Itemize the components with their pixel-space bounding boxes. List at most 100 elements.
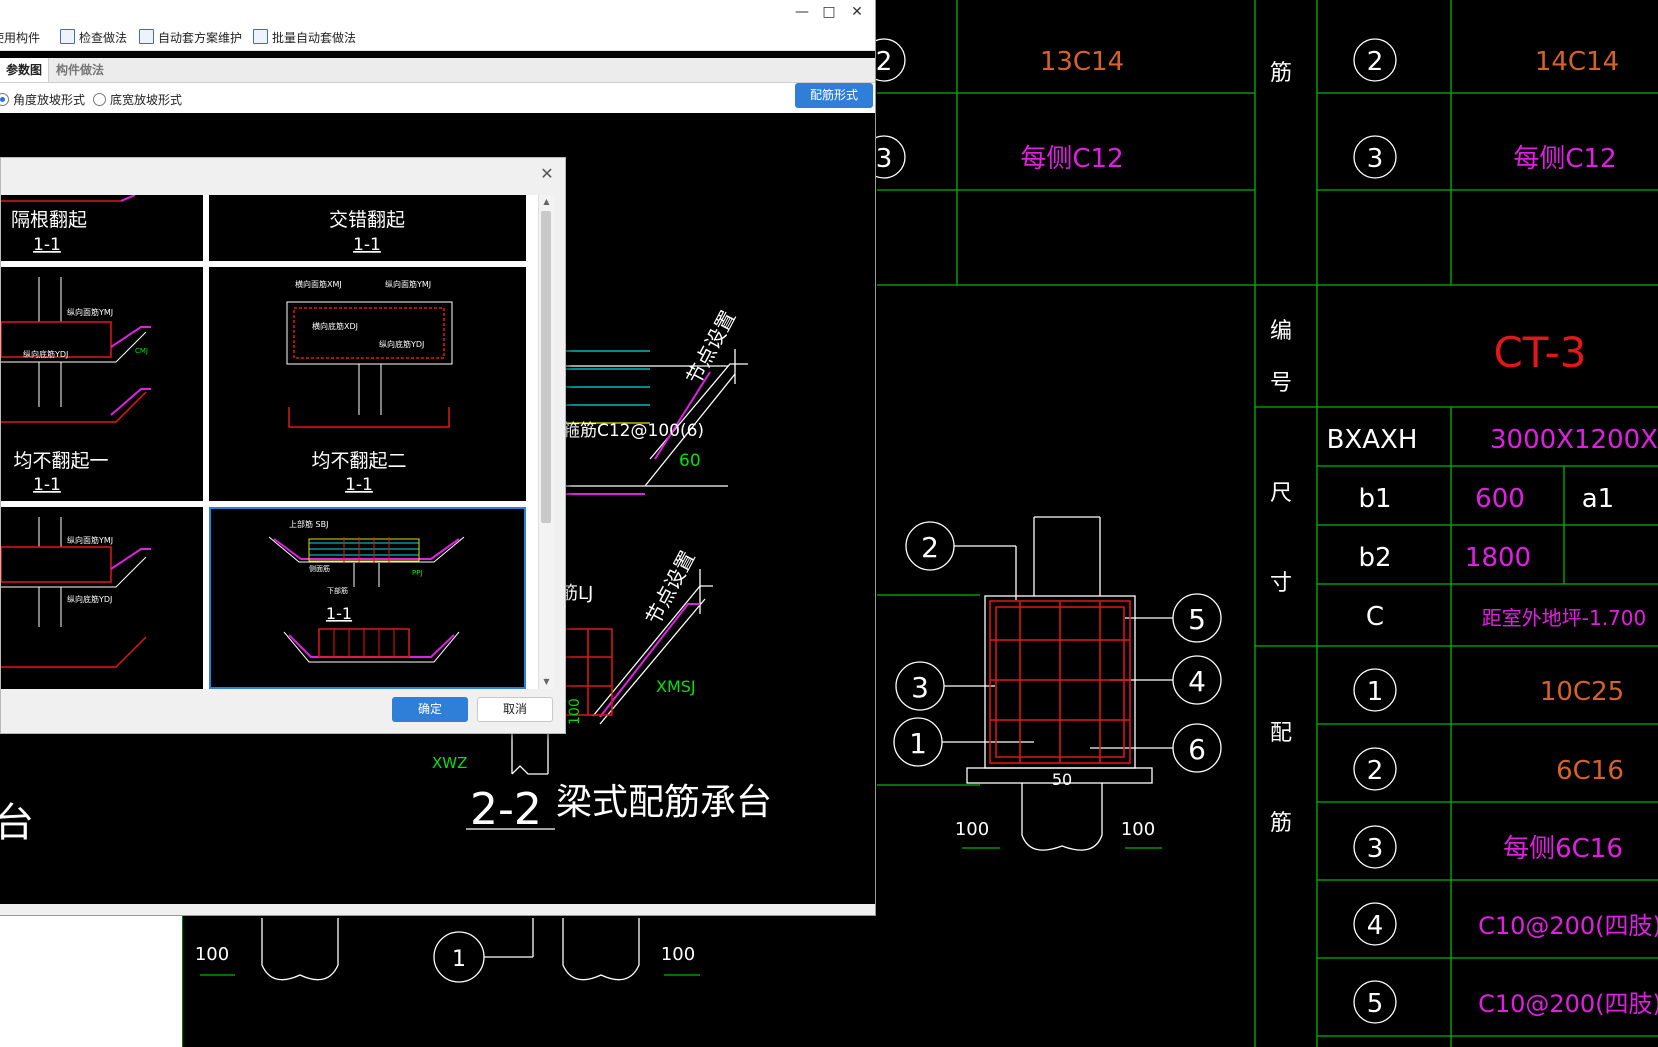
node-setting-label: 节点设置	[681, 306, 740, 388]
detail-dim-100-left: 100	[955, 819, 989, 840]
row-circle-2: 2	[1367, 47, 1384, 77]
minimize-button[interactable]: —	[795, 4, 809, 20]
thumb-label-cmj: CMJ	[135, 347, 148, 355]
thumb-label-xbj: 下部筋	[327, 586, 348, 595]
width-slope-radio[interactable]: 底宽放坡形式	[93, 91, 182, 108]
thumb-title: 交错翻起	[329, 209, 405, 231]
row-circle-2b: 2	[876, 47, 893, 77]
batch-auto-button[interactable]: 批量自动套做法	[253, 29, 356, 46]
table-bar-14c14: 14C14	[1535, 47, 1619, 77]
caption-tai: 台	[0, 800, 34, 846]
tb-label: 使用构件	[0, 31, 41, 45]
pile-dim-100-left: 100	[195, 944, 229, 965]
table-b2-value: 1800	[1465, 543, 1531, 573]
rebar-circle-5: 5	[1367, 989, 1384, 1019]
thumb-label-ydj2: 纵向底筋YDJ	[379, 339, 424, 349]
thumbnail-beam-style-1[interactable]: 纵向面筋YMJ 纵向底筋YDJ	[1, 507, 203, 689]
width-slope-label: 底宽放坡形式	[110, 93, 183, 107]
tb-label: 自动套方案维护	[158, 31, 243, 45]
scroll-down-arrow-icon[interactable]: ▼	[543, 677, 550, 686]
pile-dim-100-right: 100	[661, 944, 695, 965]
table-rebar-label2: 筋	[1270, 811, 1292, 836]
scroll-up-arrow-icon[interactable]: ▲	[543, 197, 550, 206]
tab-component-method[interactable]: 构件做法	[56, 63, 105, 77]
table-a1-label: a1	[1582, 484, 1614, 514]
rebar-style-button[interactable]: 配筋形式	[795, 83, 873, 108]
xwz-label: XWZ	[432, 754, 467, 772]
detail-circle-3: 3	[911, 671, 929, 704]
xmsj-label: XMSJ	[656, 677, 696, 696]
thumbnail-no-bend-2[interactable]: 横向面筋XMJ 纵向面筋YMJ 横向底筋XDJ 纵向底筋YDJ 均不翻起二 1-…	[209, 267, 526, 501]
auto-scheme-button[interactable]: 自动套方案维护	[139, 29, 242, 46]
thumb-label-xdj: 横向底筋XDJ	[312, 321, 358, 331]
thumb-label-ydj: 纵向底筋YDJ	[23, 349, 68, 359]
thumb-label-ymj2: 纵向面筋YMJ	[385, 279, 431, 289]
slope-options: 角度放坡形式 底宽放坡形式	[0, 83, 875, 113]
table-row4-value: C10@200(四肢)	[1478, 912, 1658, 940]
rebar-circle-1: 1	[1367, 677, 1384, 707]
thumbnail-scrollbar[interactable]: ▲ ▼	[538, 195, 554, 689]
check-method-button[interactable]: 检查做法	[60, 29, 127, 46]
table-row5-value: C10@200(四肢)	[1478, 990, 1658, 1018]
scroll-thumb[interactable]	[541, 211, 551, 523]
dim-100-label: 100	[567, 698, 583, 725]
detail-circle-5: 5	[1188, 603, 1206, 636]
rebar-circle-2: 2	[1367, 756, 1384, 786]
radio-selected-icon	[0, 93, 9, 106]
thumbnail-staggered[interactable]: 交错翻起 1-1	[209, 195, 526, 261]
detail-circle-4: 4	[1188, 665, 1206, 698]
detail-dim-100-right: 100	[1121, 819, 1155, 840]
close-button[interactable]: ✕	[851, 4, 863, 20]
maximize-button[interactable]: □	[822, 4, 836, 20]
batch-icon	[253, 29, 268, 44]
thumb-section: 1-1	[33, 235, 61, 255]
pile-circle-1: 1	[452, 947, 466, 972]
table-c-label: C	[1366, 602, 1384, 632]
thumb-label-ymj3: 纵向面筋YMJ	[67, 535, 113, 545]
angle-label: 60	[679, 451, 701, 471]
toolbar: 使用构件 检查做法 自动套方案维护 批量自动套做法	[0, 24, 875, 51]
use-component-button[interactable]: 使用构件	[0, 29, 40, 46]
title-bar: — □ ✕	[0, 0, 875, 24]
thumbnail-no-bend-1[interactable]: 纵向面筋YMJ 纵向底筋YDJ CMJ 均不翻起一 1-1	[1, 267, 203, 501]
thumb-label-side: 侧面筋	[309, 564, 330, 573]
thumbnail-alternate-root[interactable]: 隔根翻起 1-1	[1, 195, 203, 261]
section-2-2-label: 2-2	[470, 784, 542, 835]
tb-label: 批量自动套做法	[272, 31, 357, 45]
tab-param-diagram[interactable]: 参数图	[0, 58, 50, 82]
scheme-icon	[139, 29, 154, 44]
thumbnail-grid: 隔根翻起 1-1 交错翻起 1-1 纵向面筋YMJ	[1, 195, 538, 689]
thumb-label-sbj: 上部筋 SBJ	[289, 519, 328, 529]
table-bar-13c14: 13C14	[1040, 47, 1124, 77]
cancel-button[interactable]: 取消	[477, 697, 553, 722]
status-bar	[0, 904, 875, 915]
table-size-label2: 寸	[1270, 571, 1292, 596]
thumb-label-ydj3: 纵向底筋YDJ	[67, 594, 112, 604]
thumbnail-beam-style-selected[interactable]: 上部筋 SBJ 侧面筋 PPJ 下部筋 1-1	[209, 507, 526, 689]
table-code-label: 编	[1270, 319, 1292, 344]
ok-button[interactable]: 确定	[392, 697, 468, 722]
dialog-close-button[interactable]: ✕	[540, 164, 554, 183]
row-circle-3b: 3	[876, 144, 893, 174]
thumb-label-ymj: 纵向面筋YMJ	[67, 307, 113, 317]
row-circle-3: 3	[1367, 144, 1384, 174]
stirrup-label: 箍筋C12@100(6)	[563, 421, 704, 441]
angle-slope-radio[interactable]: 角度放坡形式	[0, 91, 85, 108]
angle-slope-label: 角度放坡形式	[13, 93, 86, 107]
table-rebar-label: 配	[1270, 721, 1292, 746]
thumb-section: 1-1	[353, 235, 381, 255]
table-b1-label: b1	[1358, 484, 1391, 514]
lj-label: 筋LJ	[560, 583, 593, 604]
thumb-section: 1-1	[326, 604, 352, 623]
thumb-title: 均不翻起二	[311, 450, 406, 472]
table-bar-side-c12: 每侧C12	[1020, 144, 1123, 174]
table-bar-label: 筋	[1270, 61, 1292, 86]
table-code-label2: 号	[1270, 371, 1292, 396]
table-b2-label: b2	[1358, 543, 1391, 573]
thumb-title: 隔根翻起	[11, 209, 87, 231]
table-bxaxh-value: 3000X1200X1400	[1490, 425, 1658, 455]
table-row1-value: 10C25	[1540, 677, 1624, 707]
detail-dim-50: 50	[1052, 770, 1072, 789]
table-c-value: 距室外地坪-1.700	[1482, 606, 1646, 630]
thumb-section: 1-1	[33, 475, 61, 495]
